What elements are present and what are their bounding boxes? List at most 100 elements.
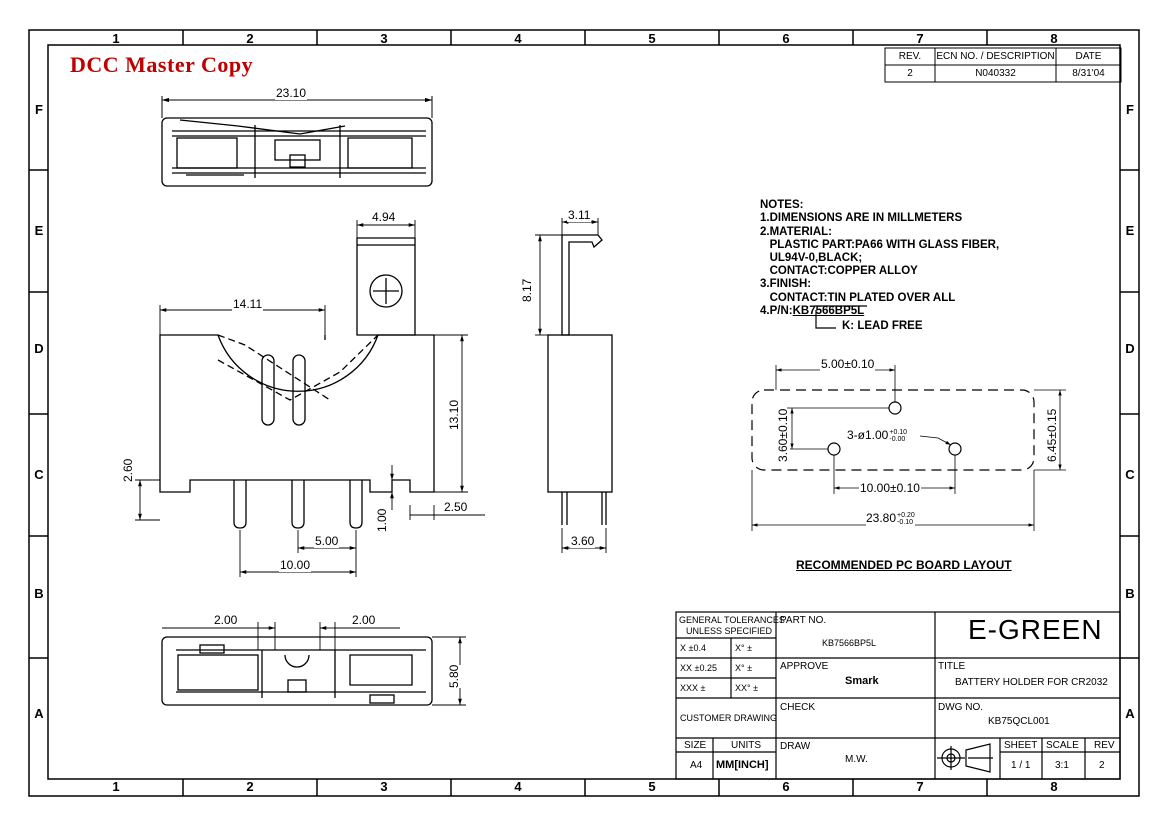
dim-bottom-height: 5.80 bbox=[447, 664, 461, 688]
tb-sheet-label: SHEET bbox=[1004, 740, 1038, 751]
tb-general-tolerances: GENERAL TOLERANCES bbox=[679, 615, 785, 625]
lead-free-note: K: LEAD FREE bbox=[842, 320, 923, 332]
zone-row-left-B: B bbox=[34, 586, 44, 601]
zone-col-top-8: 8 bbox=[1050, 31, 1058, 46]
rev-value: 2 bbox=[907, 68, 913, 79]
notes-title: NOTES: bbox=[760, 199, 804, 212]
zone-row-right-E: E bbox=[1125, 223, 1135, 238]
tb-xxx-tol: XXX ± bbox=[680, 683, 706, 693]
tb-xxx-ang: XX° ± bbox=[735, 683, 759, 693]
zone-col-bottom-6: 6 bbox=[782, 779, 790, 794]
tb-x-tol: X ±0.4 bbox=[680, 643, 706, 653]
zone-col-top-6: 6 bbox=[782, 31, 790, 46]
notes-line-3: PLASTIC PART:PA66 WITH GLASS FIBER, bbox=[760, 238, 1000, 251]
tb-scale-label: SCALE bbox=[1046, 740, 1079, 751]
dim-bottom-left: 2.00 bbox=[213, 613, 239, 627]
top-view bbox=[161, 117, 433, 187]
ecn-header: ECN NO. / DESCRIPTION bbox=[936, 51, 1055, 62]
dim-height: 13.10 bbox=[447, 399, 461, 430]
zone-col-top-7: 7 bbox=[916, 31, 924, 46]
projection-symbol bbox=[937, 743, 993, 773]
pcb-holes-tol-minus: -0.00 bbox=[889, 435, 906, 443]
zone-col-bottom-2: 2 bbox=[246, 779, 254, 794]
zone-ticks bbox=[29, 30, 1139, 796]
zone-row-left-F: F bbox=[35, 102, 43, 117]
tb-part-no-label: PART NO. bbox=[780, 615, 827, 626]
notes-pn-value: KB7566BP5L bbox=[792, 304, 865, 317]
tb-xx-tol: XX ±0.25 bbox=[680, 663, 717, 673]
zone-col-top-1: 1 bbox=[112, 31, 120, 46]
zone-col-top-2: 2 bbox=[246, 31, 254, 46]
bottom-view-dims bbox=[162, 622, 466, 706]
dim-side-height: 8.17 bbox=[520, 278, 534, 302]
pcb-overall-tol-minus: -0.10 bbox=[897, 518, 913, 526]
pcb-dim-left: 3.60±0.10 bbox=[776, 408, 790, 462]
tb-approve-label: APPROVE bbox=[780, 661, 829, 672]
tb-size-value: A4 bbox=[690, 760, 703, 771]
side-view bbox=[547, 234, 613, 525]
revision-block-lines bbox=[884, 47, 1122, 83]
zone-col-bottom-4: 4 bbox=[514, 779, 522, 794]
notes-line-6: 3.FINISH: bbox=[760, 278, 812, 291]
side-view-dims bbox=[535, 218, 607, 553]
notes-line-1: 1.DIMENSIONS ARE IN MILLMETERS bbox=[760, 212, 963, 225]
pcb-dim-right: 6.45±0.15 bbox=[1045, 408, 1059, 462]
tb-scale-value: 3:1 bbox=[1055, 760, 1069, 771]
pcb-holes-tol-plus: +0.10 bbox=[889, 428, 908, 436]
dim-side-width: 3.60 bbox=[570, 534, 596, 548]
tb-dwg-label: DWG NO. bbox=[938, 702, 983, 713]
rev-header: REV. bbox=[898, 51, 922, 62]
lead-free-leader bbox=[815, 305, 867, 329]
dim-pin-length: 1.00 bbox=[375, 508, 389, 532]
tb-units-label: UNITS bbox=[731, 740, 761, 751]
pcb-overall-value: 23.80 bbox=[866, 511, 897, 525]
tb-unless-specified: UNLESS SPECIFIED bbox=[686, 626, 773, 636]
pcb-holes-label: 3-ø1.00 bbox=[847, 428, 889, 442]
tb-customer-drawing: CUSTOMER DRAWING bbox=[680, 713, 778, 723]
front-view bbox=[159, 237, 435, 529]
zone-row-right-A: A bbox=[1125, 706, 1135, 721]
title-block-lines bbox=[675, 611, 1121, 780]
zone-row-left-D: D bbox=[34, 341, 44, 356]
dim-side-top: 3.11 bbox=[567, 208, 592, 222]
notes-pn-line: 4.P/N:KB7566BP5L bbox=[760, 305, 999, 318]
date-value: 8/31'04 bbox=[1072, 68, 1105, 79]
zone-col-top-3: 3 bbox=[380, 31, 388, 46]
tb-draw-value: M.W. bbox=[845, 754, 868, 765]
tb-draw-label: DRAW bbox=[780, 741, 811, 752]
dim-pin-pitch: 5.00 bbox=[314, 534, 340, 548]
date-header: DATE bbox=[1075, 51, 1102, 62]
zone-row-left-C: C bbox=[34, 467, 44, 482]
zone-col-bottom-5: 5 bbox=[648, 779, 656, 794]
bottom-view bbox=[161, 636, 433, 706]
zone-col-bottom-7: 7 bbox=[916, 779, 924, 794]
dim-right-offset: 2.50 bbox=[443, 500, 469, 514]
zone-row-left-A: A bbox=[34, 706, 44, 721]
zone-row-left-E: E bbox=[34, 223, 44, 238]
company-name: E-GREEN bbox=[968, 614, 1103, 645]
tb-approve-value: Smark bbox=[845, 675, 879, 687]
tb-x-ang: X° ± bbox=[735, 643, 753, 653]
notes-pn-label: 4.P/N: bbox=[760, 304, 793, 317]
notes-line-4: UL94V-0,BLACK; bbox=[760, 252, 863, 265]
zone-col-top-4: 4 bbox=[514, 31, 522, 46]
zone-col-top-5: 5 bbox=[648, 31, 656, 46]
dim-bottom-right: 2.00 bbox=[351, 613, 377, 627]
ecn-value: N040332 bbox=[975, 68, 1016, 79]
zone-col-bottom-1: 1 bbox=[112, 779, 120, 794]
tb-size-label: SIZE bbox=[684, 740, 707, 751]
inner-border bbox=[47, 44, 1121, 780]
outer-border bbox=[28, 29, 1140, 797]
tb-units-value: MM[INCH] bbox=[716, 759, 769, 771]
pcb-dim-overall: 23.80+0.20-0.10 bbox=[866, 511, 915, 526]
zone-row-right-B: B bbox=[1125, 586, 1135, 601]
zone-col-bottom-8: 8 bbox=[1050, 779, 1058, 794]
pcb-layout-title: RECOMMENDED PC BOARD LAYOUT bbox=[796, 558, 1012, 572]
pcb-holes-callout: 3-ø1.00+0.10-0.00 bbox=[847, 428, 907, 443]
zone-row-right-D: D bbox=[1125, 341, 1135, 356]
notes-line-5: CONTACT:COPPER ALLOY bbox=[760, 265, 918, 278]
tb-title-value: BATTERY HOLDER FOR CR2032 bbox=[955, 677, 1108, 688]
dcc-master-copy-stamp: DCC Master Copy bbox=[70, 52, 254, 77]
tb-sheet-value: 1 / 1 bbox=[1011, 760, 1031, 771]
